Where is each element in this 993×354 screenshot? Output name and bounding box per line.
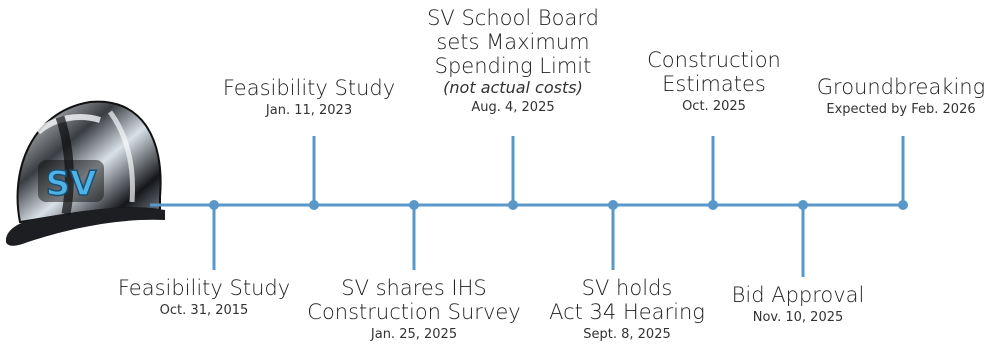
- milestone-m1: Feasibility Study Oct. 31, 2015: [118, 276, 290, 319]
- milestone-date: Jan. 11, 2023: [265, 103, 353, 118]
- timeline-dot: [608, 200, 618, 210]
- timeline-dot: [409, 200, 419, 210]
- milestone-title: Estimates: [662, 72, 766, 96]
- milestone-title: SV holds: [581, 276, 673, 300]
- milestone-title: Spending Limit: [434, 54, 592, 78]
- milestone-title: Bid Approval: [731, 283, 865, 307]
- hardhat-image: SV: [5, 100, 165, 246]
- milestone-title: Feasibility Study: [222, 76, 396, 100]
- milestone-m8: Groundbreaking Expected by Feb. 2026: [817, 75, 985, 118]
- timeline-dot: [798, 200, 808, 210]
- milestone-date: Oct. 31, 2015: [159, 303, 249, 318]
- milestone-title: SV shares IHS: [341, 276, 487, 300]
- milestone-m5: SV holds Act 34 Hearing Sept. 8, 2025: [549, 276, 705, 343]
- milestone-title: Feasibility Study: [117, 276, 291, 300]
- milestone-m4: SV School Board sets Maximum Spending Li…: [427, 6, 599, 116]
- milestone-m3: SV shares IHS Construction Survey Jan. 2…: [307, 276, 520, 343]
- milestone-date: Aug. 4, 2025: [471, 100, 555, 115]
- timeline-dot: [508, 200, 518, 210]
- milestone-title: sets Maximum: [436, 30, 590, 54]
- milestone-title: Groundbreaking: [816, 75, 986, 99]
- milestone-date: Sept. 8, 2025: [583, 327, 671, 342]
- milestone-note: (not actual costs): [443, 78, 583, 97]
- timeline-dot: [898, 200, 908, 210]
- milestone-m7: Bid Approval Nov. 10, 2025: [732, 283, 865, 326]
- milestone-date: Oct. 2025: [682, 99, 746, 114]
- timeline-dot: [708, 200, 718, 210]
- milestone-title: Act 34 Hearing: [549, 300, 705, 324]
- sv-logo: SV: [38, 160, 104, 205]
- milestone-date: Nov. 10, 2025: [752, 310, 844, 325]
- timeline-dot: [209, 200, 219, 210]
- milestone-title: Construction Survey: [307, 300, 521, 324]
- milestone-m2: Feasibility Study Jan. 11, 2023: [223, 76, 395, 119]
- timeline-dot: [309, 200, 319, 210]
- milestone-m6: Construction Estimates Oct. 2025: [647, 48, 781, 115]
- sv-logo-text: SV: [46, 164, 97, 204]
- milestone-title: SV School Board: [427, 6, 599, 30]
- milestone-date: Jan. 25, 2025: [370, 327, 458, 342]
- milestone-title: Construction: [647, 48, 781, 72]
- milestone-date: Expected by Feb. 2026: [826, 102, 976, 117]
